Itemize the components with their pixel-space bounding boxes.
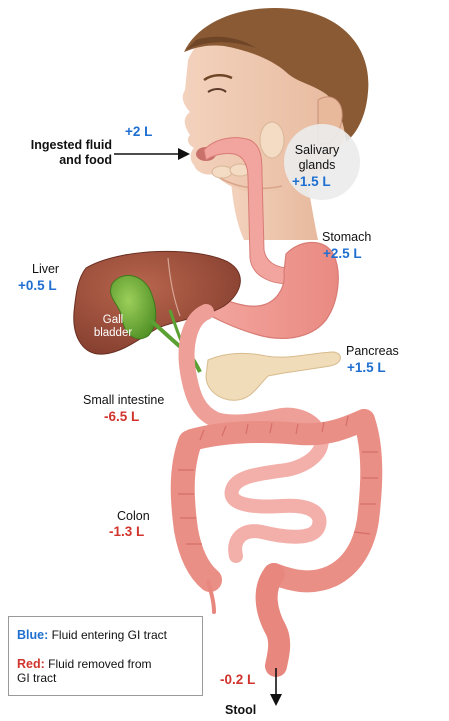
intake-value: +2 L <box>125 124 153 139</box>
stool-label: Stool <box>225 703 257 717</box>
gallbladder-label: Gall bladder <box>88 314 138 340</box>
legend-blue-key: Blue: <box>17 628 49 642</box>
stomach-value: +2.5 L <box>323 246 362 261</box>
colon-value: -1.3 L <box>109 524 145 539</box>
legend-red-key: Red: <box>17 657 45 671</box>
salivary-label-line2: glands <box>298 158 336 172</box>
gallbladder-label-line1: Gall <box>102 314 124 326</box>
legend-red-text-line2: GI tract <box>17 671 57 685</box>
salivary-label: Salivary glands <box>292 143 342 173</box>
small-intestine-value: -6.5 L <box>104 409 140 424</box>
liver-label: Liver <box>32 262 60 276</box>
salivary-value: +1.5 L <box>292 174 331 189</box>
legend-red-text-line1: Fluid removed from <box>48 657 152 671</box>
pancreas <box>205 351 341 401</box>
gallbladder-label-line2: bladder <box>93 327 133 339</box>
stomach <box>198 241 339 339</box>
legend-row-red: Red: Fluid removed from <box>17 657 152 671</box>
small-intestine <box>224 425 329 563</box>
liver-value: +0.5 L <box>18 278 57 293</box>
duodenum <box>178 304 326 440</box>
stool-value: -0.2 L <box>220 672 256 687</box>
legend-row-blue: Blue: Fluid entering GI tract <box>17 628 167 642</box>
small-intestine-label: Small intestine <box>83 393 165 407</box>
salivary-glands-highlight <box>284 124 360 200</box>
legend-blue-text: Fluid entering GI tract <box>51 628 167 642</box>
intake-label: Ingested fluid and food <box>18 138 112 168</box>
stomach-label: Stomach <box>322 230 372 244</box>
legend-box: Blue: Fluid entering GI tract Red: Fluid… <box>8 616 203 696</box>
intake-arrow <box>114 148 190 160</box>
pancreas-label: Pancreas <box>346 344 399 358</box>
salivary-label-line1: Salivary <box>294 143 340 157</box>
colon-label: Colon <box>117 509 150 523</box>
liver <box>73 250 241 355</box>
stool-arrow <box>270 668 282 706</box>
intake-label-line2: and food <box>59 153 112 167</box>
pancreas-value: +1.5 L <box>347 360 386 375</box>
intake-label-line1: Ingested fluid <box>30 138 112 152</box>
colon <box>170 409 383 677</box>
gallbladder <box>110 275 157 340</box>
